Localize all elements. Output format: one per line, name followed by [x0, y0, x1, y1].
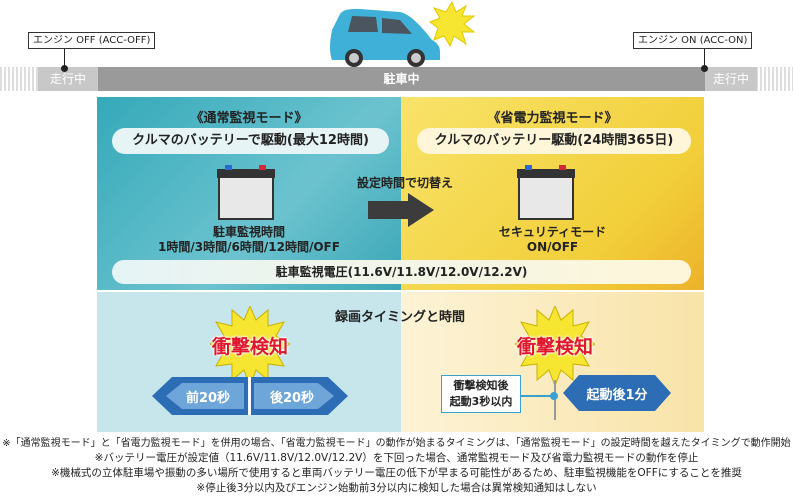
startup-line-2: 起動3秒以内 — [449, 395, 513, 408]
arrow-right-icon — [368, 193, 434, 227]
switch-label: 設定時間で切替え — [356, 176, 453, 190]
power-save-mode-power-source: クルマのバッテリー駆動(24時間365日) — [417, 128, 691, 154]
recording-title: 録画タイミングと時間 — [334, 310, 465, 325]
left-impact-label: 衝撃検知 — [211, 336, 288, 358]
driving-left-segment: 走行中 — [38, 67, 98, 91]
battery-icon — [517, 165, 575, 220]
battery-icon — [217, 165, 275, 220]
marker-dot — [701, 65, 708, 72]
normal-mode-caption-2: 1時間/3時間/6時間/12時間/OFF — [158, 240, 340, 254]
footnote: ※機械式の立体駐車場や振動の多い場所で使用すると車両バッテリー電圧の低下が早まる… — [51, 467, 742, 479]
footnote: ※停止後3分以内及びエンジン始動前3分以内に検知した場合は異常検知通知はしない — [196, 482, 597, 494]
before-20s: 前20秒 — [185, 391, 231, 406]
marker-dot — [61, 65, 68, 72]
power-save-caption-2: ON/OFF — [526, 240, 579, 254]
power-save-caption-1: セキュリティモード — [498, 225, 607, 239]
connector-line — [520, 395, 555, 397]
after-start-arrow — [563, 375, 671, 411]
right-impact-label: 衝撃検知 — [516, 336, 593, 358]
engine-on-marker — [704, 49, 705, 68]
footnote: ※バッテリー電圧が設定値（11.6V/11.8V/12.0V/12.2V）を下回… — [94, 452, 699, 464]
driving-right-segment: 走行中 — [705, 67, 757, 91]
before-after-arrow — [152, 377, 348, 415]
impact-burst-icon — [515, 306, 595, 386]
normal-mode-power-source: クルマのバッテリーで駆動(最大12時間) — [112, 128, 389, 154]
voltage-bar: 駐車監視電圧(11.6V/11.8V/12.0V/12.2V) — [112, 260, 691, 284]
after-start-label: 起動後1分 — [586, 388, 648, 403]
power-save-mode-title: 《省電力監視モード》 — [487, 111, 618, 126]
normal-mode-title: 《通常監視モード》 — [190, 111, 308, 126]
engine-off-label: エンジン OFF (ACC-OFF) — [28, 32, 156, 49]
normal-mode-caption-1: 駐車監視時間 — [212, 225, 285, 239]
impact-timeline-line — [554, 380, 556, 420]
engine-off-marker — [64, 49, 65, 68]
footnote: ※「通常監視モード」と「省電力監視モード」を併用の場合、「省電力監視モード」の動… — [2, 438, 791, 449]
startup-line-1: 衝撃検知後 — [453, 379, 509, 392]
parked-segment: 駐車中 — [98, 67, 705, 91]
connector-dot — [550, 392, 558, 400]
after-20s: 後20秒 — [269, 391, 315, 406]
engine-on-label: エンジン ON (ACC-ON) — [633, 32, 753, 49]
impact-burst-icon — [210, 306, 290, 386]
startup-box: 衝撃検知後 起動3秒以内 — [441, 375, 521, 413]
car-with-flash-icon — [330, 0, 476, 67]
